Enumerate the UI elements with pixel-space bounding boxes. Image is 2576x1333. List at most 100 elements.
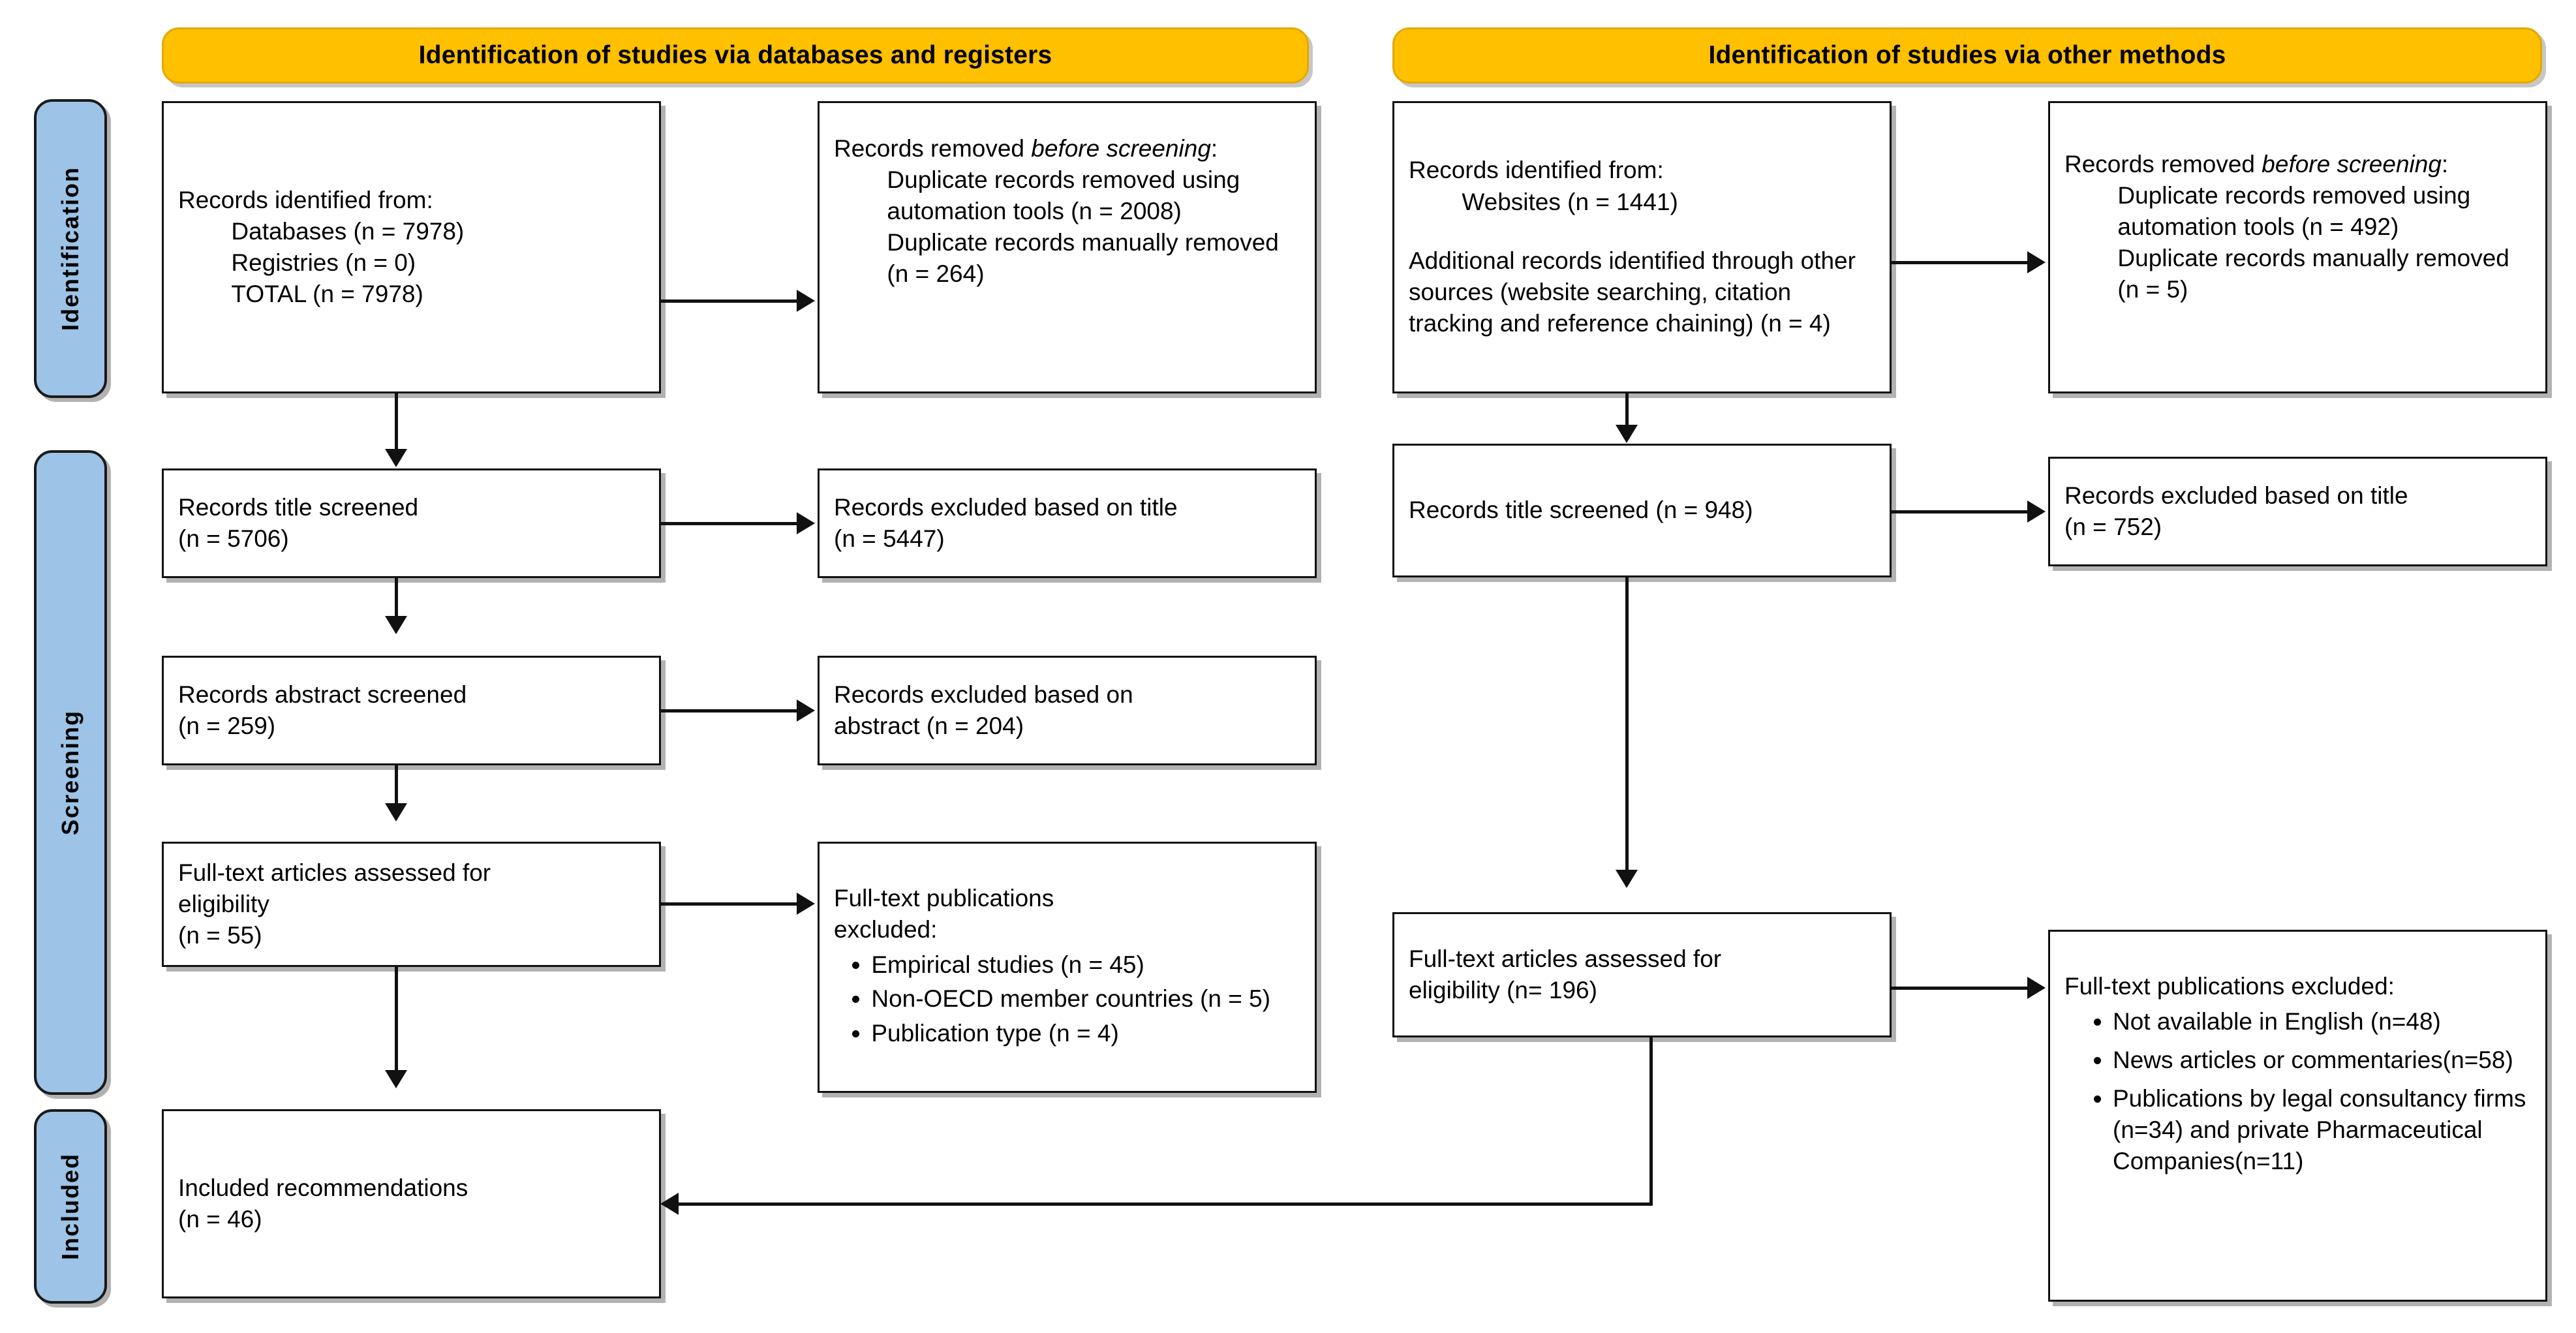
left-identified-total: TOTAL (n = 7978): [231, 281, 423, 308]
banner-databases-registers: Identification of studies via databases …: [162, 27, 1309, 84]
left-fulltext-assessed-line1: Full-text articles assessed for: [178, 859, 491, 886]
left-fulltext-assessed-line2: eligibility: [178, 890, 269, 917]
right-identified-title: Records identified from:: [1409, 157, 1664, 184]
connector-right-fulltext-to-included-horizontal: [679, 1203, 1653, 1206]
left-removed-manual: Duplicate records manually removed (n = …: [887, 229, 1279, 288]
box-left-fulltext-excluded: Full-text publications excluded: Empiric…: [818, 842, 1317, 1093]
arrow-right-title-to-excluded: [2027, 500, 2046, 523]
right-fulltext-assessed-line2: eligibility (n= 196): [1409, 977, 1597, 1004]
connector-right-title-to-excluded: [1892, 510, 2030, 513]
connector-left-title-to-abstract: [395, 578, 398, 617]
stage-label-included-text: Included: [57, 1152, 84, 1260]
right-removed-title-b: :: [2441, 151, 2449, 177]
included-line2: (n = 46): [178, 1206, 262, 1233]
right-removed-title-em: before screening: [2262, 151, 2442, 177]
arrow-left-abstract-to-excluded: [797, 699, 815, 722]
right-removed-manual: Duplicate records manually removed (n = …: [2117, 245, 2509, 303]
arrow-right-fulltext-to-included: [660, 1193, 679, 1215]
spacer: [1409, 218, 1875, 246]
left-removed-auto: Duplicate records removed using automati…: [887, 166, 1240, 225]
right-fulltext-excluded-title: Full-text publications excluded:: [2064, 973, 2395, 1000]
left-identified-registries: Registries (n = 0): [231, 249, 416, 276]
connector-left-abstract-to-excluded: [661, 709, 799, 712]
list-item: Publications by legal consultancy firms …: [2113, 1083, 2531, 1177]
list-item: Not available in English (n=48): [2113, 1006, 2531, 1037]
right-removed-title: Records removed before screening:: [2064, 149, 2531, 180]
left-abstract-excluded-line1: Records excluded based on: [834, 681, 1133, 708]
right-title-excluded-line1: Records excluded based on title: [2064, 482, 2408, 509]
arrow-left-title-to-abstract: [385, 616, 407, 634]
stage-label-identification: Identification: [34, 99, 107, 398]
connector-right-title-to-fulltext: [1625, 577, 1629, 871]
connector-left-fulltext-to-included: [395, 967, 398, 1071]
box-right-records-identified: Records identified from: Websites (n = 1…: [1392, 101, 1892, 393]
list-item: Non-OECD member countries (n = 5): [871, 983, 1300, 1015]
right-identified-websites: Websites (n = 1441): [1462, 188, 1678, 215]
arrow-left-abstract-to-fulltext: [385, 803, 407, 821]
arrow-left-fulltext-to-excluded: [797, 893, 815, 915]
arrow-left-identified-to-title: [385, 449, 407, 467]
left-identified-databases: Databases (n = 7978): [231, 217, 465, 245]
box-left-records-identified: Records identified from: Databases (n = …: [162, 101, 661, 393]
box-right-title-excluded: Records excluded based on title (n = 752…: [2048, 457, 2547, 566]
connector-right-fulltext-to-included-vertical: [1649, 1037, 1653, 1206]
list-item: Empirical studies (n = 45): [871, 949, 1300, 981]
arrow-left-fulltext-to-included: [385, 1070, 407, 1088]
arrow-left-title-to-excluded: [797, 512, 815, 534]
connector-right-fulltext-to-excluded: [1892, 987, 2030, 990]
connector-left-fulltext-to-excluded: [661, 902, 799, 906]
banner-right-label: Identification of studies via other meth…: [1708, 41, 2226, 69]
list-item: News articles or commentaries(n=58): [2113, 1045, 2531, 1076]
stage-label-identification-text: Identification: [57, 166, 84, 331]
banner-other-methods: Identification of studies via other meth…: [1392, 27, 2542, 84]
left-fulltext-excluded-title2: excluded:: [834, 915, 938, 943]
left-fulltext-excluded-title1: Full-text publications: [834, 884, 1054, 912]
right-removed-title-a: Records removed: [2064, 151, 2262, 177]
left-removed-title: Records removed before screening:: [834, 133, 1300, 164]
connector-right-identified-to-title: [1625, 393, 1629, 426]
right-removed-auto: Duplicate records removed using automati…: [2117, 182, 2471, 241]
box-included-recommendations: Included recommendations (n = 46): [162, 1109, 661, 1298]
connector-left-title-to-excluded: [661, 522, 799, 525]
banner-left-label: Identification of studies via databases …: [418, 41, 1052, 69]
left-removed-title-em: before screening: [1031, 135, 1211, 162]
box-left-title-excluded: Records excluded based on title (n = 544…: [818, 468, 1317, 578]
right-title-excluded-line2: (n = 752): [2064, 513, 2162, 540]
box-left-fulltext-assessed: Full-text articles assessed for eligibil…: [162, 842, 661, 967]
box-right-records-removed: Records removed before screening: Duplic…: [2048, 101, 2547, 393]
left-removed-title-b: :: [1210, 135, 1218, 162]
stage-label-screening-text: Screening: [57, 709, 84, 836]
box-left-abstract-excluded: Records excluded based on abstract (n = …: [818, 656, 1317, 765]
right-fulltext-assessed-line1: Full-text articles assessed for: [1409, 945, 1722, 972]
arrow-right-identified-to-removed: [2027, 251, 2046, 273]
right-identified-extra: Additional records identified through ot…: [1409, 247, 1856, 337]
left-title-screened-line2: (n = 5706): [178, 525, 289, 552]
connector-right-identified-to-removed: [1892, 261, 2030, 264]
list-item: Publication type (n = 4): [871, 1018, 1300, 1049]
arrow-right-fulltext-to-excluded: [2027, 977, 2046, 999]
left-title-screened-line1: Records title screened: [178, 493, 419, 521]
right-title-screened-line1: Records title screened (n = 948): [1409, 497, 1753, 524]
box-right-fulltext-excluded: Full-text publications excluded: Not ava…: [2048, 930, 2547, 1302]
arrow-right-title-to-fulltext: [1616, 870, 1638, 888]
included-line1: Included recommendations: [178, 1174, 468, 1201]
left-abstract-excluded-line2: abstract (n = 204): [834, 712, 1024, 739]
left-identified-title: Records identified from:: [178, 186, 433, 213]
right-fulltext-excluded-list: Not available in English (n=48) News art…: [2064, 1006, 2531, 1178]
left-fulltext-excluded-list: Empirical studies (n = 45) Non-OECD memb…: [834, 949, 1300, 1049]
box-left-abstract-screened: Records abstract screened (n = 259): [162, 656, 661, 765]
left-title-excluded-line2: (n = 5447): [834, 525, 945, 552]
left-abstract-screened-line2: (n = 259): [178, 712, 276, 739]
connector-left-identified-to-removed: [661, 299, 799, 303]
box-right-title-screened: Records title screened (n = 948): [1392, 444, 1892, 577]
box-left-title-screened: Records title screened (n = 5706): [162, 468, 661, 578]
left-title-excluded-line1: Records excluded based on title: [834, 493, 1178, 521]
connector-left-identified-to-title: [395, 393, 398, 451]
box-right-fulltext-assessed: Full-text articles assessed for eligibil…: [1392, 912, 1892, 1037]
left-removed-title-a: Records removed: [834, 135, 1032, 162]
connector-left-abstract-to-fulltext: [395, 765, 398, 804]
box-left-records-removed: Records removed before screening: Duplic…: [818, 101, 1317, 393]
stage-label-included: Included: [34, 1109, 107, 1304]
arrow-right-identified-to-title: [1616, 425, 1638, 443]
